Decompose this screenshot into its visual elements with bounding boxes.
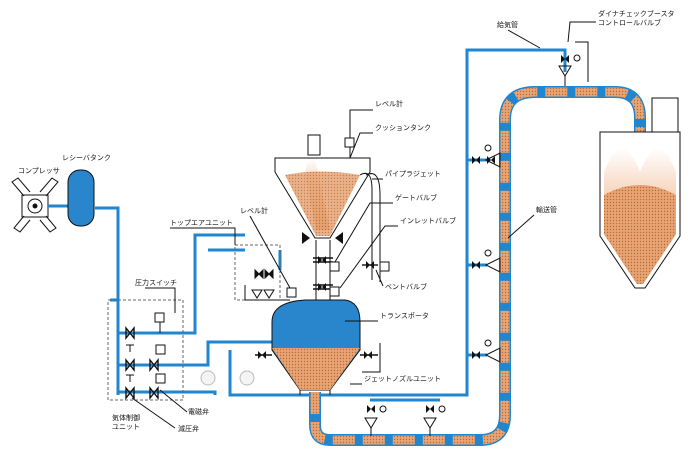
level-meter-top-leader (349, 109, 373, 138)
gas-control-unit (107, 299, 184, 401)
pressure-switch-leader (145, 287, 176, 313)
level-meter-left-leader (249, 215, 291, 289)
top-air-unit-label: トップエアユニット (170, 219, 233, 227)
vent-valve-leader (375, 269, 384, 287)
level-meter-left-label: レベル計 (240, 206, 268, 215)
sight-glass-icon (200, 370, 216, 386)
compressor-label: コンプレッサ (18, 167, 60, 175)
level-meter-left (286, 287, 297, 298)
pressure-reducing-valve-label: 減圧弁 (178, 424, 199, 433)
receiving-silo (599, 97, 681, 289)
solenoid-valve-leader (159, 389, 188, 413)
inlet-valve-leader (339, 225, 398, 289)
air-supply-pipe-label: 給気管 (497, 20, 518, 29)
jet-nozzle-unit-label: ジェットノズルユニット (364, 374, 441, 383)
pressure-reducing-valve-leader (131, 397, 176, 429)
valve-stack (313, 240, 390, 305)
sight-glass-icon (239, 370, 255, 386)
receiver-tank-label: レシーバタンク (62, 153, 111, 162)
gas-control-unit-label-1: 気体制御 (112, 413, 140, 422)
top-air-unit-leader (170, 227, 236, 245)
side-booster-valves (472, 144, 501, 363)
transport-pipe-leader (507, 214, 535, 239)
jet-nozzle-unit-leader (350, 343, 381, 385)
receiver-tank (67, 169, 95, 227)
level-meter-top (344, 137, 355, 148)
vent-valve-label: ベントバルブ (385, 282, 427, 291)
booster-control-label-2: コントロールバルブ (598, 18, 661, 27)
booster-control-leader (567, 21, 596, 43)
transporter-label: トランスポータ (380, 311, 429, 320)
inlet-valve-label: インレットバルブ (400, 216, 456, 225)
transport-pipe (309, 86, 646, 446)
cushion-tank (274, 134, 381, 282)
cushion-tank-label: クッションタンク (375, 123, 431, 132)
air-supply-pipe-leader (507, 29, 541, 49)
gate-valve-label: ゲートバルブ (395, 193, 437, 202)
level-meter-top-label: レベル計 (375, 99, 403, 108)
booster-control-valve (558, 41, 589, 86)
compressor (11, 177, 68, 233)
gate-valve-leader (334, 202, 393, 263)
booster-control-label-1: ダイナチェックブースタ (598, 9, 675, 18)
transporter-vessel (255, 299, 378, 395)
transport-pipe-label: 輸送管 (536, 205, 557, 214)
top-air-unit (234, 244, 290, 301)
pipe-jet-label: パイプラジェット (385, 170, 441, 178)
bottom-booster-valves (364, 405, 446, 436)
cushion-tank-leader (349, 132, 373, 159)
pressure-switch-label: 圧力スイッチ (135, 278, 177, 287)
solenoid-valve-label: 電磁弁 (188, 407, 209, 416)
gas-control-unit-label-2: ユニット (112, 423, 140, 431)
